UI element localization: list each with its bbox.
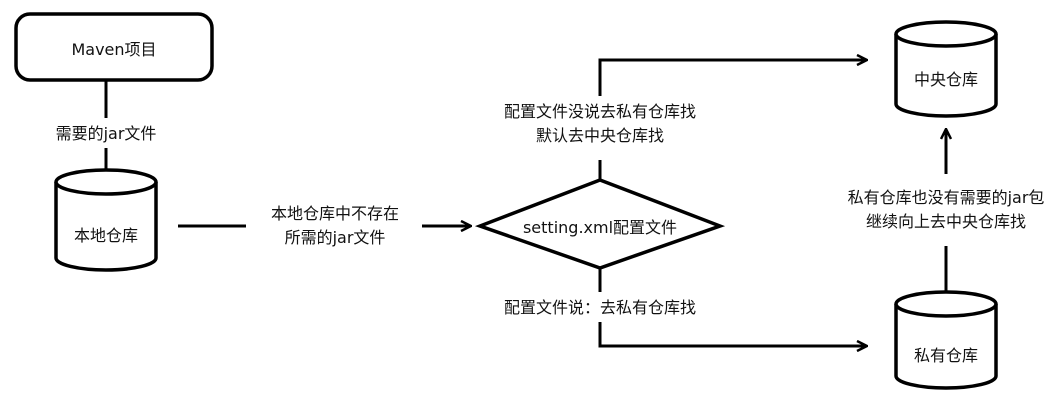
maven-project-box (14, 12, 214, 82)
edge-setting-central-top (598, 60, 866, 96)
edge-label-setting-private: 配置文件说：去私有仓库找 (503, 298, 696, 317)
setting-xml-label: setting.xml配置文件 (522, 218, 678, 237)
edge-label-private-central: 私有仓库也没有需要的jar包 继续向上去中央仓库找 (836, 186, 1056, 234)
private-repo-cylinder (894, 290, 998, 390)
edge-label-private-central-line1: 私有仓库也没有需要的jar包 (847, 188, 1045, 207)
edge-label-maven-local: 需要的jar文件 (55, 124, 157, 143)
edge-label-setting-central-line1: 配置文件没说去私有仓库找 (503, 102, 696, 121)
maven-project-label: Maven项目 (71, 40, 157, 59)
central-repo-cylinder (894, 20, 998, 118)
edge-label-setting-central-line2: 默认去中央仓库找 (535, 126, 664, 145)
edge-label-setting-central: 配置文件没说去私有仓库找 默认去中央仓库找 (490, 100, 710, 148)
edge-label-private-central-line2: 继续向上去中央仓库找 (865, 212, 1026, 231)
private-repo-label: 私有仓库 (913, 346, 978, 365)
edge-label-local-setting: 本地仓库中不存在 所需的jar文件 (250, 202, 420, 250)
local-repo-label: 本地仓库 (73, 226, 138, 245)
central-repo-label: 中央仓库 (913, 70, 978, 89)
edge-label-local-setting-line2: 所需的jar文件 (284, 228, 386, 247)
edge-setting-private-lower (598, 322, 866, 346)
local-repo-cylinder (54, 168, 158, 272)
edge-label-local-setting-line1: 本地仓库中不存在 (270, 204, 399, 223)
